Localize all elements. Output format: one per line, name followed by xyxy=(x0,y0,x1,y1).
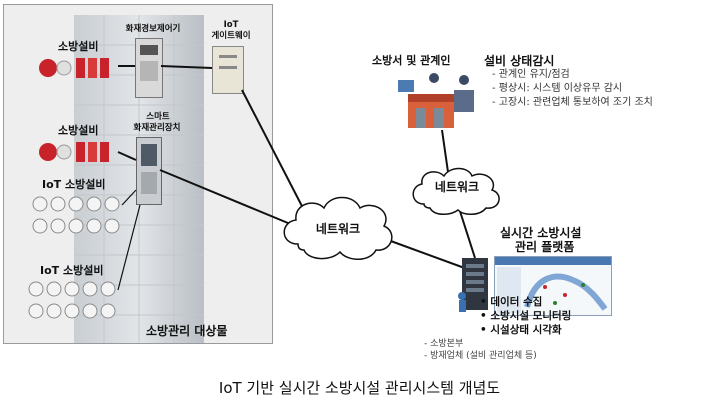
smart-panel-label-2: 화재관리장치 xyxy=(133,123,181,133)
platform-title-1: 실시간 소방시설 xyxy=(500,226,582,240)
fire-alarm-controller xyxy=(135,38,163,98)
left-panel-title: 소방관리 대상물 xyxy=(146,324,228,338)
iot-gateway-label-1: IoT xyxy=(223,20,239,30)
iot-gateway-label-2: 게이트웨이 xyxy=(211,31,251,41)
feature-item: 데이터 수집 xyxy=(480,295,571,309)
smart-panel-device xyxy=(136,137,162,205)
iot-sensor-grid-1 xyxy=(32,196,120,234)
platform-title-2: 관리 플랫폼 xyxy=(515,240,575,254)
platform-users: 소방본부 방재업체 (설비 관리업체 등) xyxy=(424,338,537,362)
fire-station-label: 소방서 및 관계인 xyxy=(372,54,451,67)
platform-server-illustration xyxy=(458,258,488,312)
row2-label: 소방설비 xyxy=(58,124,99,137)
status-item: - 관계인 유지/점검 xyxy=(492,69,570,80)
user-item: 소방본부 xyxy=(424,338,537,350)
row1-label: 소방설비 xyxy=(58,40,99,53)
iot-gateway-device xyxy=(212,46,244,94)
status-item: - 평상시: 시스템 이상유무 감시 xyxy=(492,83,623,94)
platform-features: 데이터 수집 소방시설 모니터링 시설상태 시각화 xyxy=(480,295,571,337)
fire-alarm-controller-label: 화재경보제어기 xyxy=(125,24,181,34)
feature-item: 소방시설 모니터링 xyxy=(480,309,571,323)
row3-label: IoT 소방설비 xyxy=(42,178,106,191)
fire-station-illustration xyxy=(398,73,474,128)
status-monitoring-list: - 관계인 유지/점검 - 평상시: 시스템 이상유무 감시 - 고장시: 관련… xyxy=(492,68,653,110)
status-item: - 고장시: 관련업체 통보하여 조기 조치 xyxy=(492,97,653,108)
fire-equipment-group-1 xyxy=(39,58,109,78)
smart-panel-label-1: 스마트 xyxy=(146,112,170,122)
network-label-right: 네트워크 xyxy=(434,180,480,194)
network-cloud-right xyxy=(412,167,500,215)
network-cloud-center xyxy=(283,196,393,260)
row4-label: IoT 소방설비 xyxy=(40,264,104,277)
fire-equipment-group-2 xyxy=(39,142,109,162)
feature-item: 시설상태 시각화 xyxy=(480,323,571,337)
iot-sensor-grid-2 xyxy=(28,281,116,319)
status-monitoring-title: 설비 상태감시 xyxy=(484,54,555,68)
network-label-center: 네트워크 xyxy=(315,222,361,236)
diagram-caption: IoT 기반 실시간 소방시설 관리시스템 개념도 xyxy=(218,379,501,397)
user-item: 방재업체 (설비 관리업체 등) xyxy=(424,350,537,362)
